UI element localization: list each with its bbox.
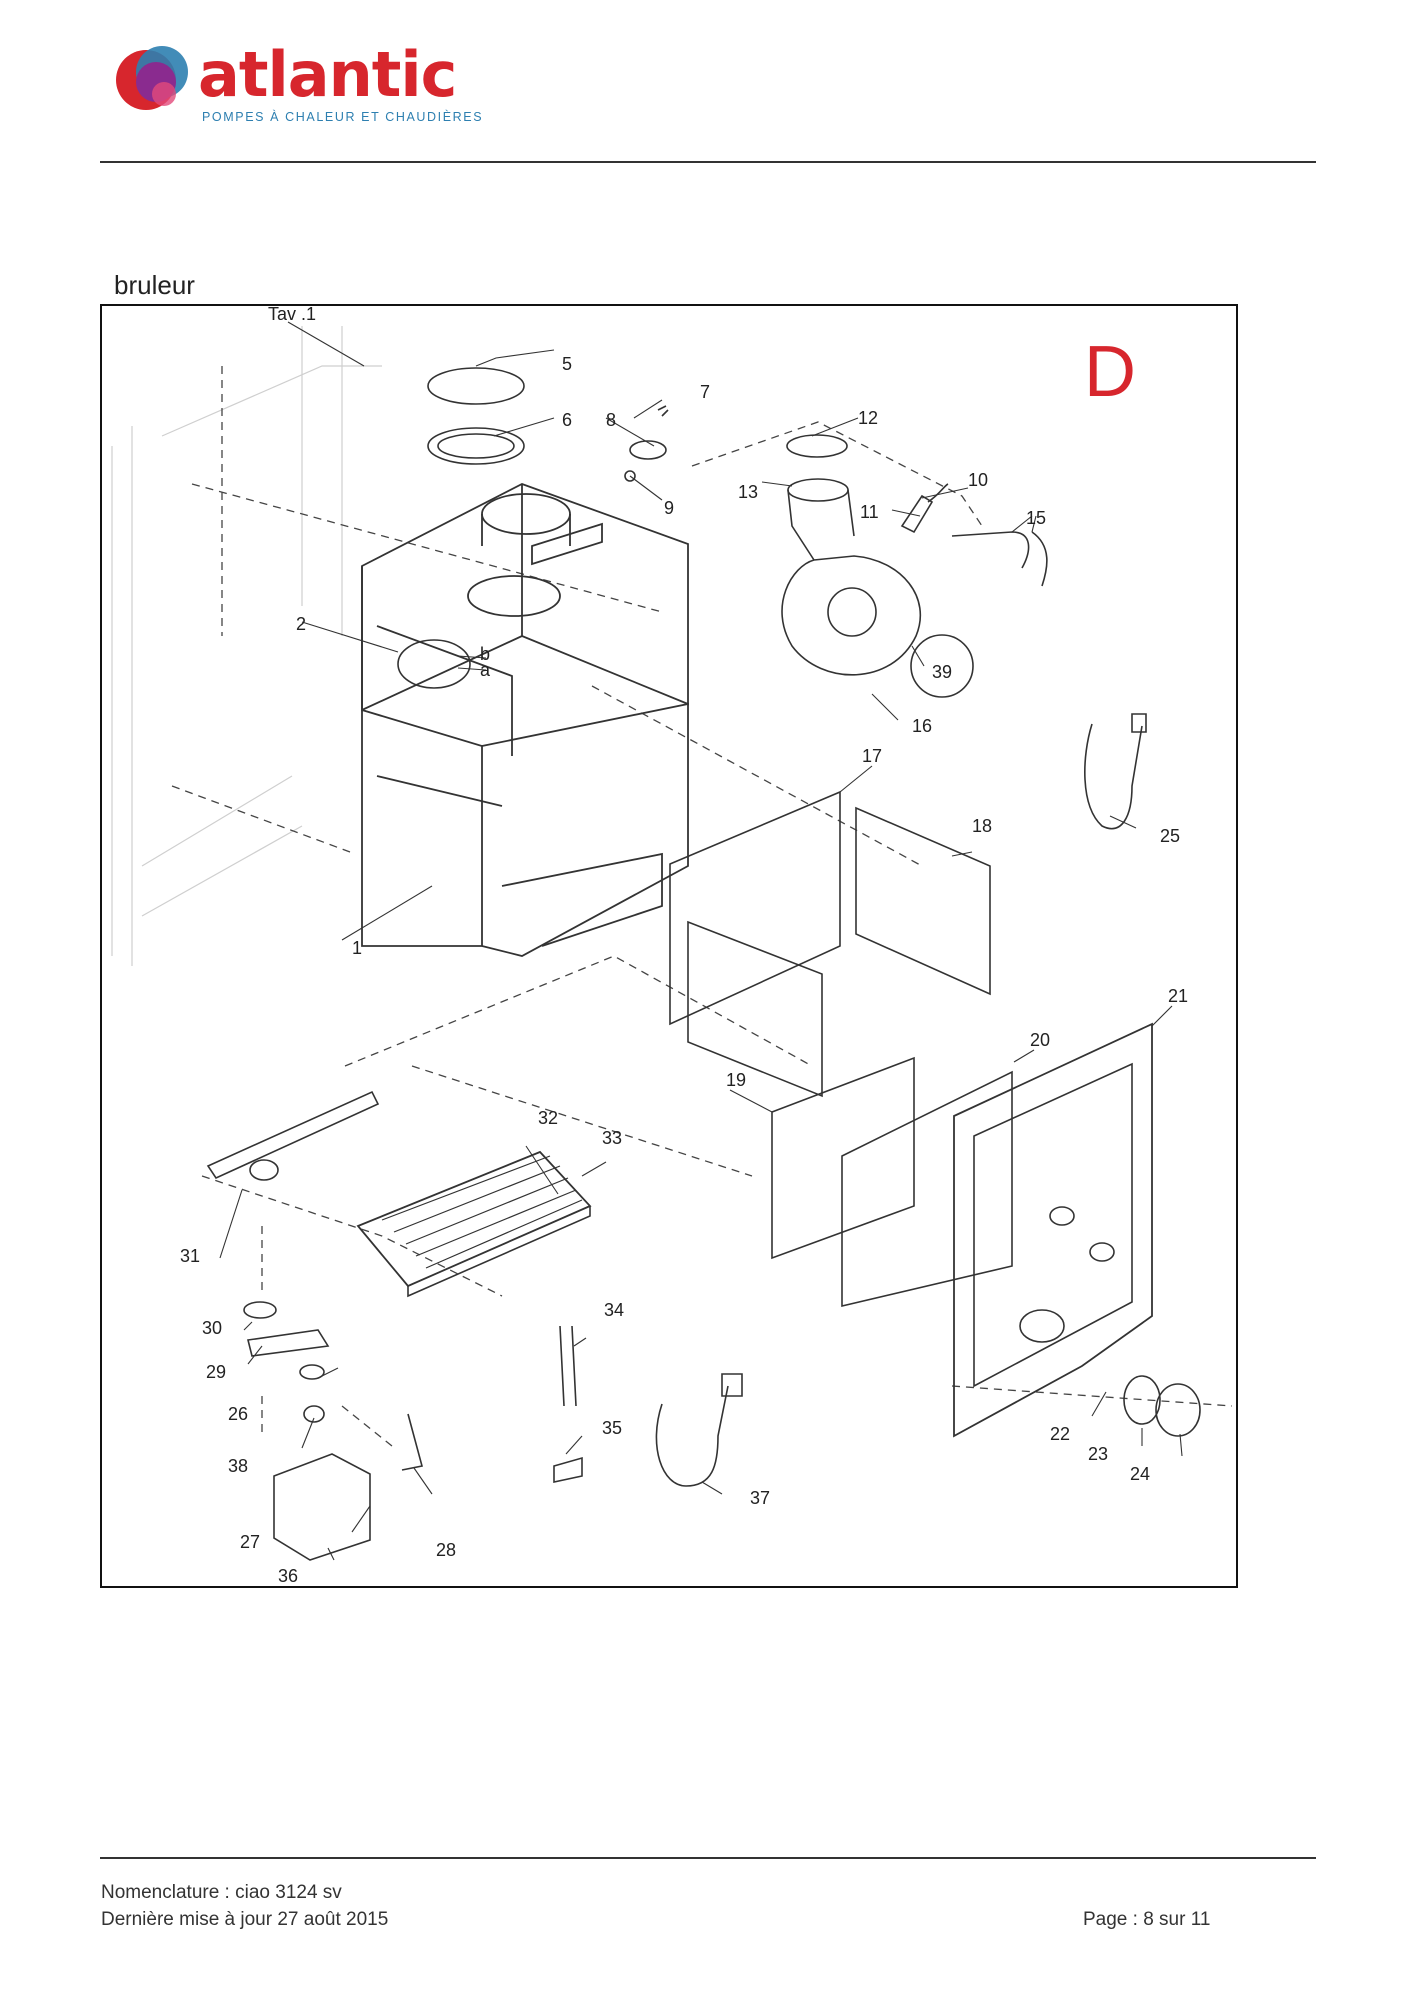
part-label-31: 31: [180, 1246, 200, 1266]
part-label-18: 18: [972, 816, 992, 836]
part-label-16: 16: [912, 716, 932, 736]
atlantic-logo: atlantic POMPES À CHALEUR ET CHAUDIÈRES: [112, 38, 492, 128]
part-label-9: 9: [664, 498, 674, 518]
part-label-15: 15: [1026, 508, 1046, 528]
part-label-8: 8: [606, 410, 616, 430]
part-label-25: 25: [1160, 826, 1180, 846]
part-label-33: 33: [602, 1128, 622, 1148]
part-label-21: 21: [1168, 986, 1188, 1006]
part-label-a: a: [480, 660, 491, 680]
part-label-7: 7: [700, 382, 710, 402]
footer-updated: Dernière mise à jour 27 août 2015: [101, 1909, 389, 1930]
part-label-29: 29: [206, 1362, 226, 1382]
sheet-letter: D: [1084, 332, 1136, 412]
part-label-17: 17: [862, 746, 882, 766]
part-callouts: Tav .1 1 2 a b 5 6 7 8 9 10 11 12 13 15 …: [180, 306, 1188, 1586]
part-label-34: 34: [604, 1300, 624, 1320]
part-label-22: 22: [1050, 1424, 1070, 1444]
logo-mark-icon: [116, 46, 188, 110]
part-label-1: 1: [352, 938, 362, 958]
reference-label: Tav .1: [268, 306, 316, 324]
part-label-5: 5: [562, 354, 572, 374]
part-label-6: 6: [562, 410, 572, 430]
part-label-30: 30: [202, 1318, 222, 1338]
part-label-36: 36: [278, 1566, 298, 1586]
brand-tagline: POMPES À CHALEUR ET CHAUDIÈRES: [202, 110, 484, 124]
part-label-28: 28: [436, 1540, 456, 1560]
part-label-2: 2: [296, 614, 306, 634]
part-label-27: 27: [240, 1532, 260, 1552]
part-label-11: 11: [860, 502, 879, 522]
part-label-23: 23: [1088, 1444, 1108, 1464]
brand-name: atlantic: [198, 38, 457, 111]
part-label-10: 10: [968, 470, 988, 490]
part-label-38: 38: [228, 1456, 248, 1476]
part-label-37: 37: [750, 1488, 770, 1508]
footer-nomenclature: Nomenclature : ciao 3124 sv: [101, 1882, 342, 1903]
part-label-b: b: [480, 644, 490, 664]
part-label-24: 24: [1130, 1464, 1150, 1484]
footer-page-number: Page : 8 sur 11: [1083, 1909, 1211, 1930]
part-label-35: 35: [602, 1418, 622, 1438]
part-label-39: 39: [932, 662, 952, 682]
part-label-20: 20: [1030, 1030, 1050, 1050]
header-divider: [100, 161, 1316, 163]
exploded-diagram: D Tav .1 1 2 a b 5 6 7 8 9 10 11 12 13 1…: [100, 304, 1238, 1588]
footer-divider: [100, 1857, 1316, 1859]
part-label-26: 26: [228, 1404, 248, 1424]
part-label-12: 12: [858, 408, 878, 428]
part-label-32: 32: [538, 1108, 558, 1128]
section-title: bruleur: [114, 270, 195, 300]
part-label-13: 13: [738, 482, 758, 502]
diagram-drawing: [111, 321, 1233, 1561]
part-label-19: 19: [726, 1070, 746, 1090]
